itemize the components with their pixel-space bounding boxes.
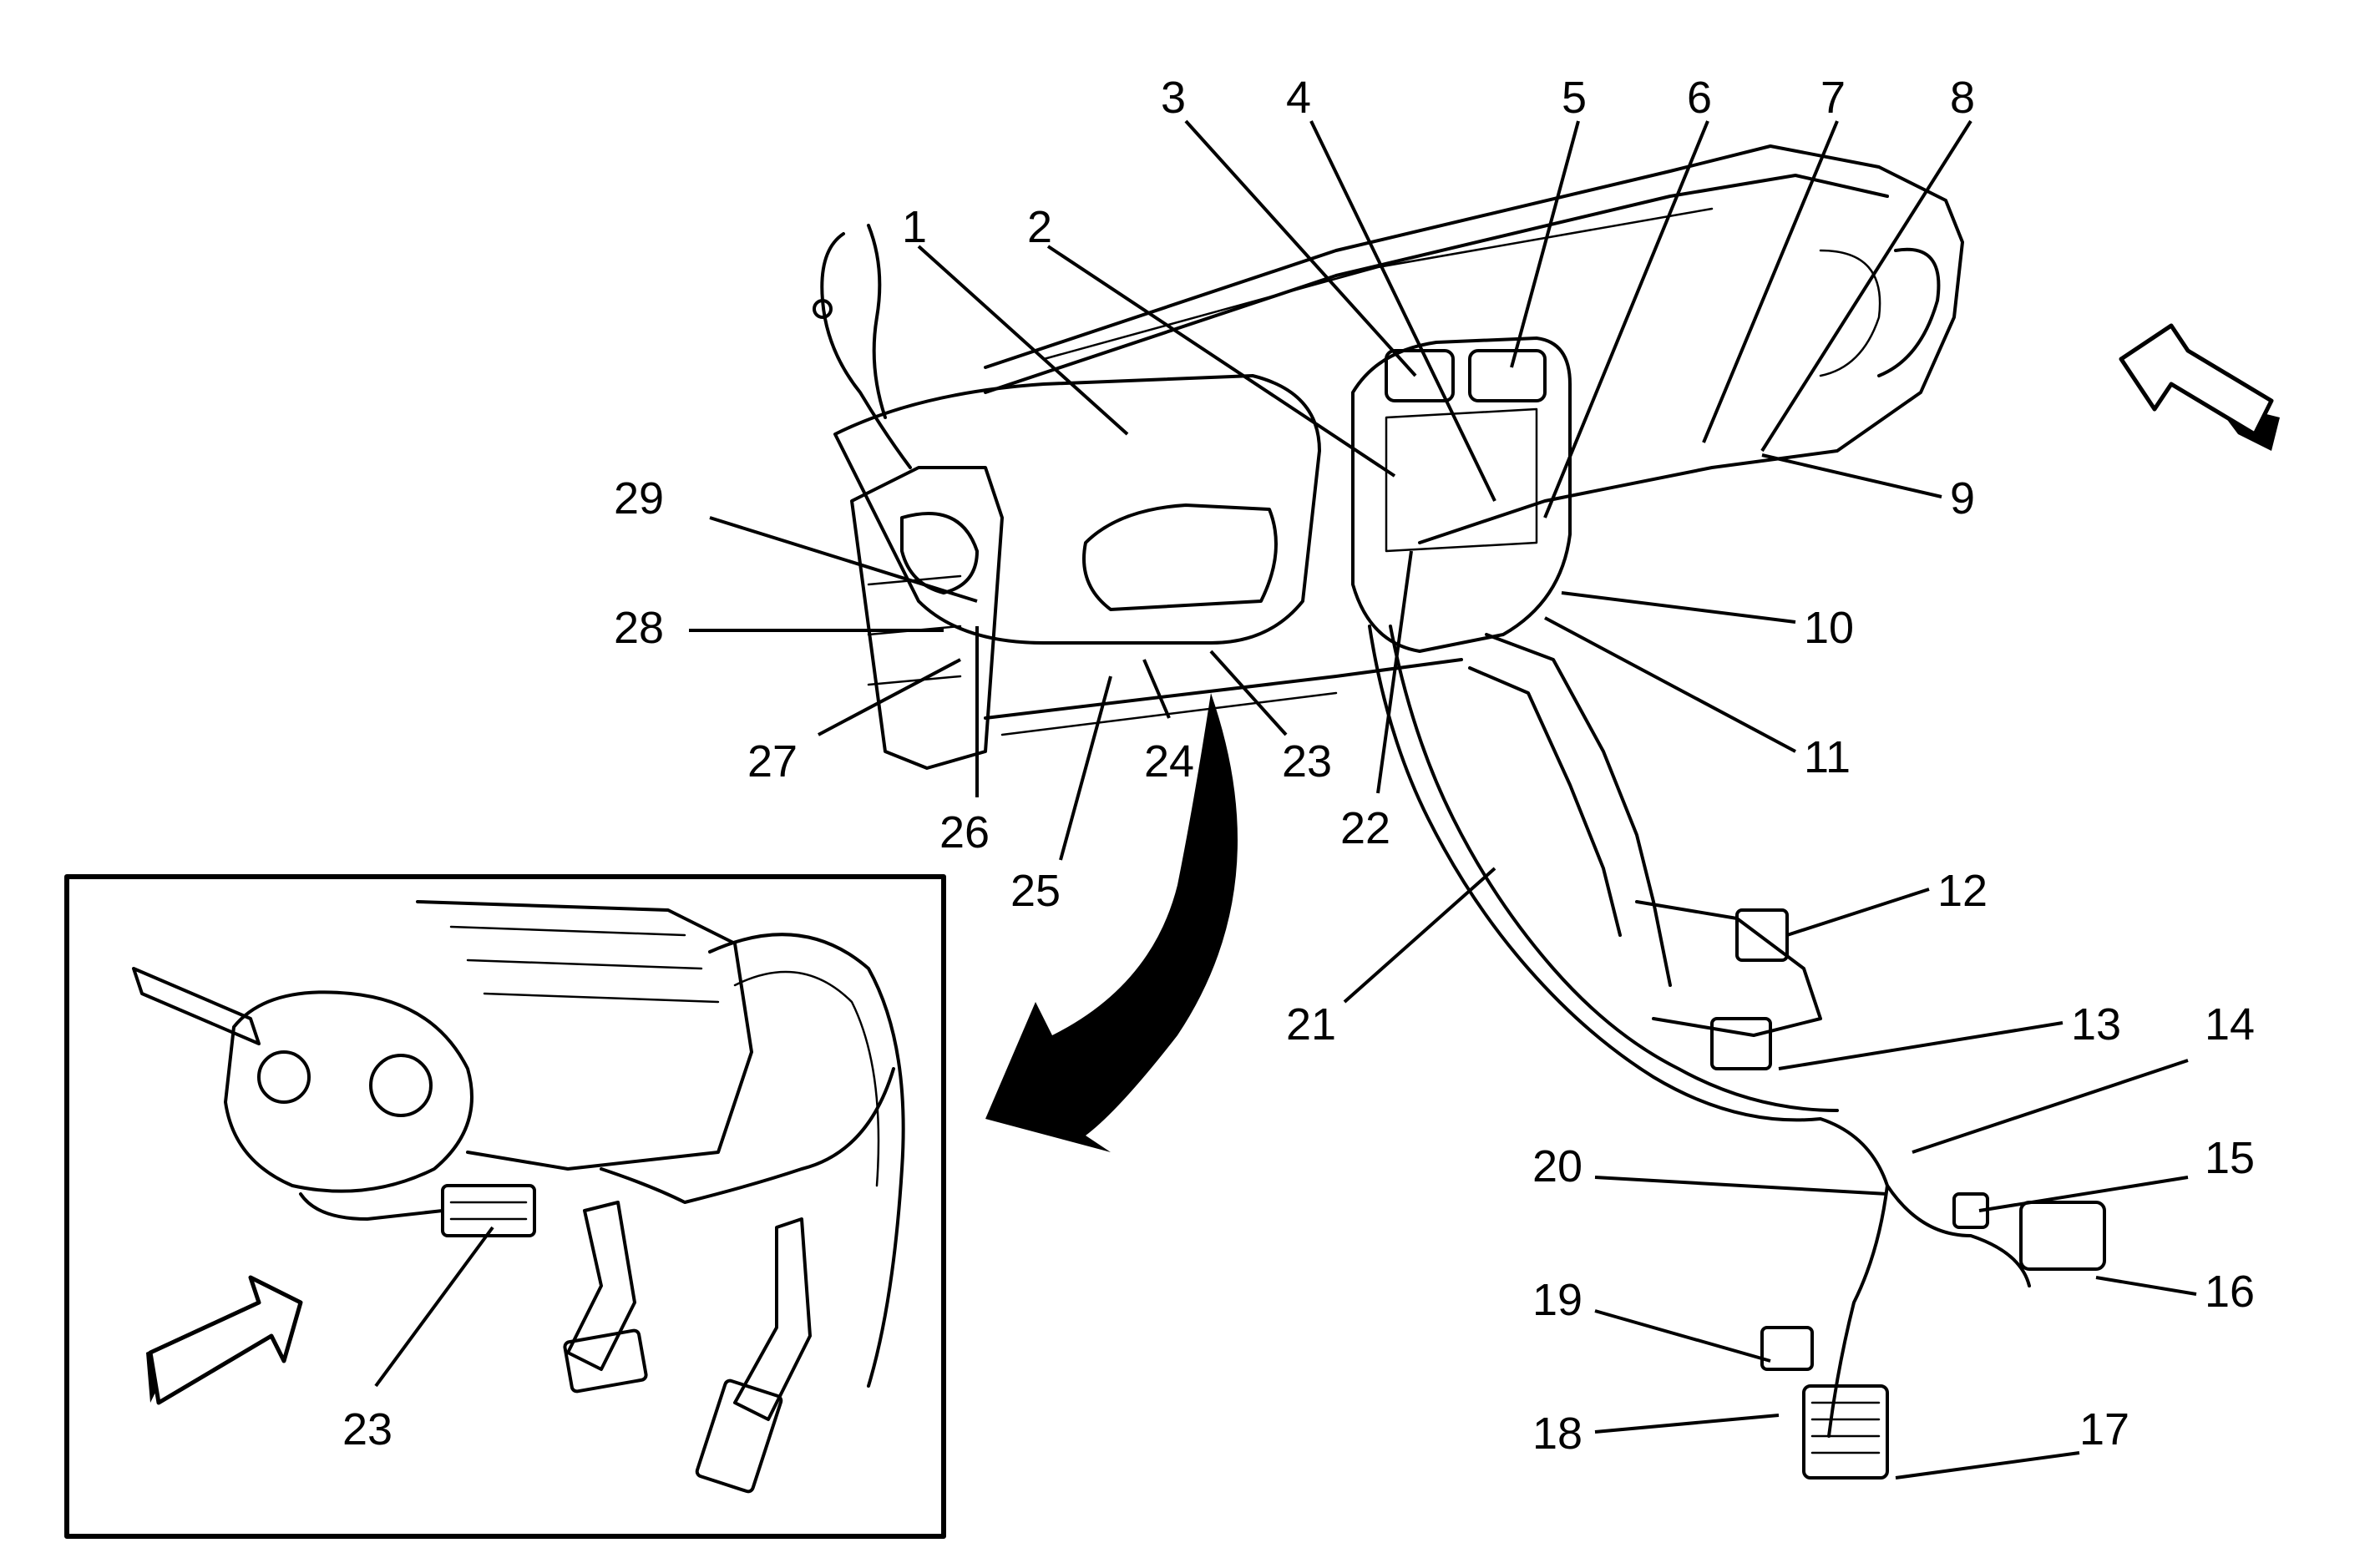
callout-28: 28: [614, 603, 664, 653]
callout-3: 3: [1161, 73, 1186, 123]
callout-4: 4: [1286, 73, 1311, 123]
inset-detail-view: [64, 874, 946, 1539]
callout-19: 19: [1532, 1275, 1582, 1325]
callout-5: 5: [1562, 73, 1587, 123]
callout-14: 14: [2205, 999, 2255, 1050]
callout-10: 10: [1804, 603, 1854, 653]
callout-23-inset: 23: [342, 1404, 392, 1454]
callout-labels: 1 2 3 4 5 6 7 8 9 10 11 12 13 14 15 16 1…: [342, 73, 2255, 1459]
callout-29: 29: [614, 473, 664, 524]
callout-23: 23: [1282, 736, 1332, 787]
callout-15: 15: [2205, 1133, 2255, 1183]
callout-26: 26: [939, 807, 990, 857]
callout-18: 18: [1532, 1409, 1582, 1459]
callout-11: 11: [1804, 732, 1851, 782]
callout-1: 1: [902, 202, 927, 252]
callout-21: 21: [1286, 999, 1336, 1050]
callout-25: 25: [1010, 866, 1061, 916]
callout-20: 20: [1532, 1141, 1582, 1191]
curved-pointer-arrow: [985, 693, 1238, 1152]
callout-22: 22: [1340, 803, 1390, 853]
view-direction-arrow-inset: [146, 1275, 303, 1405]
callout-2: 2: [1027, 202, 1052, 252]
callout-17: 17: [2079, 1404, 2129, 1454]
callout-13: 13: [2071, 999, 2121, 1050]
callout-12: 12: [1937, 866, 1988, 916]
view-direction-arrow-main: [2119, 323, 2280, 451]
leader-lines: [374, 119, 2197, 1480]
callout-7: 7: [1820, 73, 1846, 123]
callout-6: 6: [1687, 73, 1712, 123]
callout-27: 27: [747, 736, 798, 787]
callout-24: 24: [1144, 736, 1194, 787]
instrument-panel-illustration: [813, 144, 2106, 1480]
callout-8: 8: [1950, 73, 1975, 123]
callout-16: 16: [2205, 1267, 2255, 1317]
callout-9: 9: [1950, 473, 1975, 524]
